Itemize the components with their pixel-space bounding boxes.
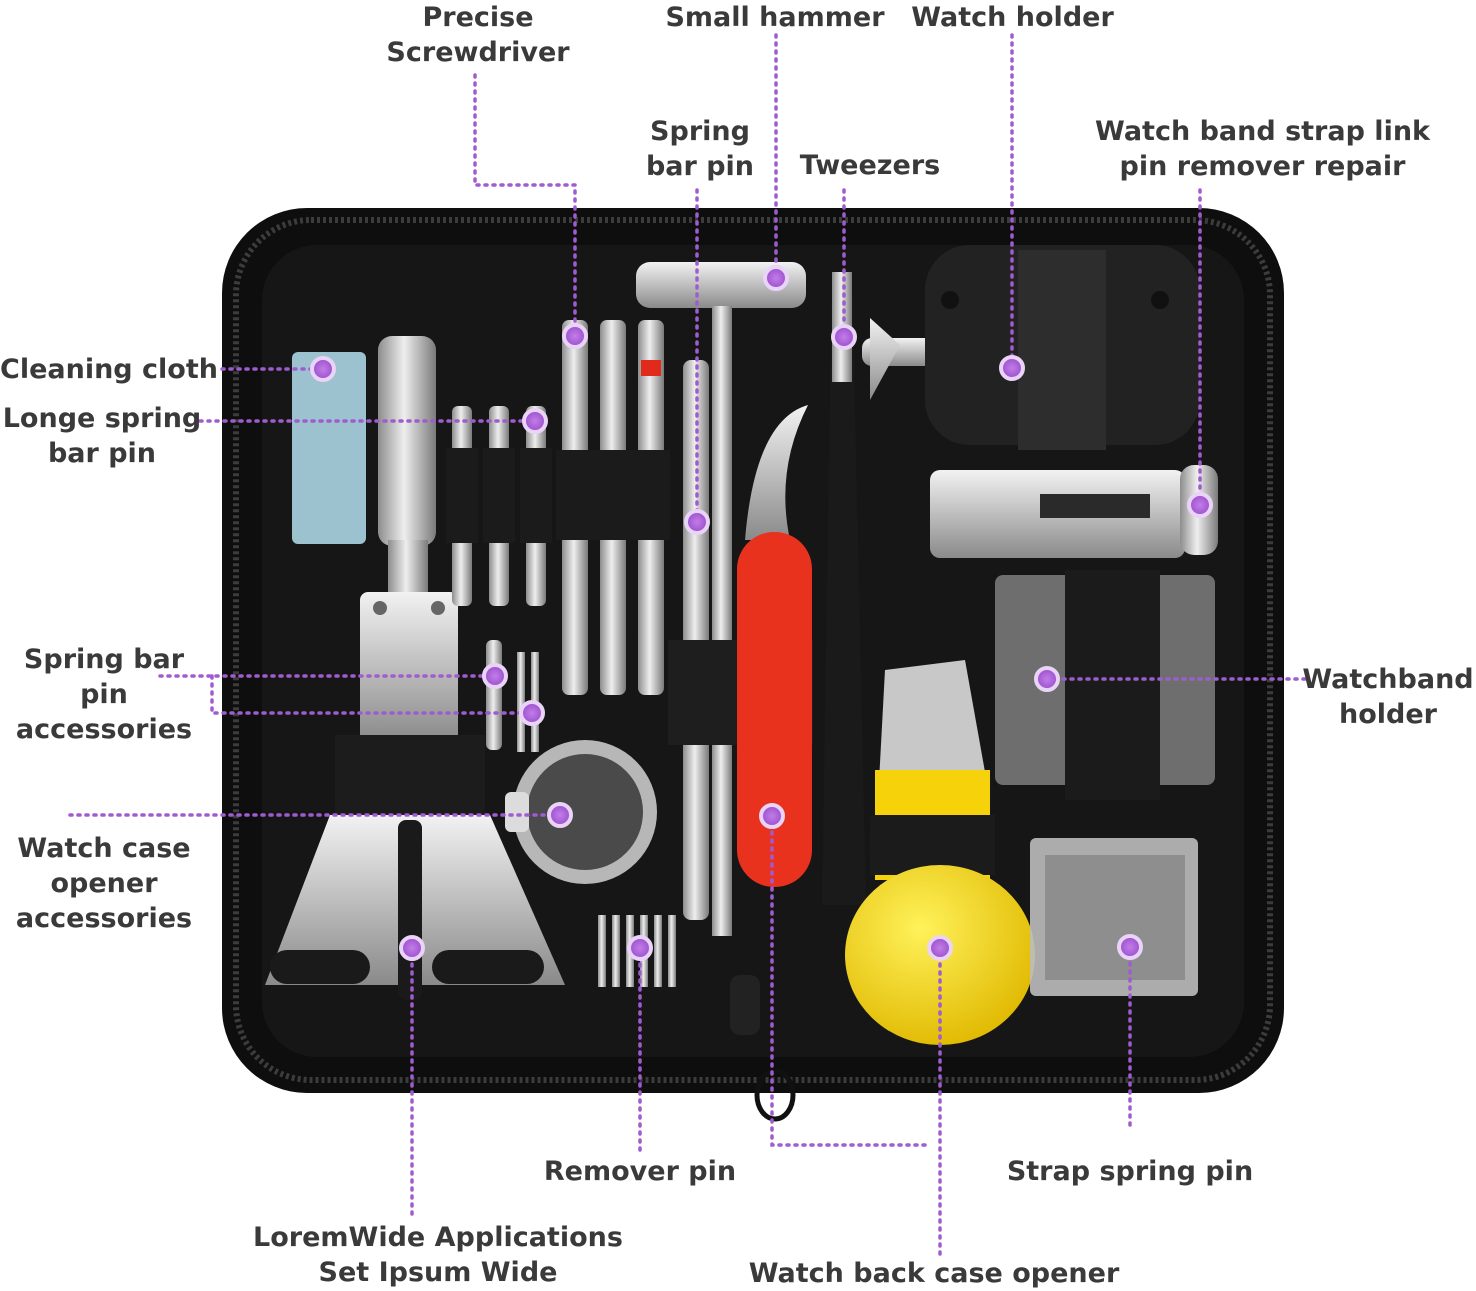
label-longe-spring-bar-pin: Longe spring bar pin [2, 403, 202, 469]
label-remover-pin: Remover pin [543, 1156, 737, 1187]
wing-nut [862, 318, 942, 400]
cleaning-cloth [292, 352, 366, 544]
label-strap-spring-pin: Strap spring pin [1006, 1156, 1254, 1187]
label-spring-bar-pin: Spring bar pin [645, 116, 755, 182]
label-watch-band-remover: Watch band strap link pin remover repair [1095, 116, 1430, 182]
label-lorem-wide: LoremWide Applications Set Ipsum Wide [253, 1222, 623, 1288]
zipper-pull [730, 975, 796, 1122]
strap-spring-pins-bag [1030, 838, 1198, 996]
spring-container [505, 740, 657, 884]
label-tweezers: Tweezers [799, 150, 941, 181]
label-watch-back-case-opener: Watch back case opener [748, 1258, 1120, 1289]
watch-holder [925, 245, 1200, 450]
callout-lines [68, 33, 1307, 1262]
label-watchband-holder: Watchband holder [1302, 664, 1474, 730]
label-spring-bar-pin-accessories: Spring bar pin accessories [15, 644, 193, 745]
longe-spring-bar-pins [446, 406, 552, 606]
link-pin-remover [930, 465, 1218, 558]
label-watch-holder: Watch holder [911, 2, 1114, 33]
watchband-holder [995, 570, 1215, 800]
callout-dots [310, 265, 1213, 961]
small-hammer [636, 262, 806, 936]
label-small-hammer: Small hammer [665, 2, 885, 33]
label-precise-screwdriver: Precise Screwdriver [386, 2, 570, 68]
label-cleaning-cloth: Cleaning cloth [0, 354, 218, 385]
red-case-knife [737, 405, 812, 887]
label-watch-case-opener-accessories: Watch case opener accessories [15, 833, 193, 934]
precise-screwdrivers [556, 320, 670, 695]
